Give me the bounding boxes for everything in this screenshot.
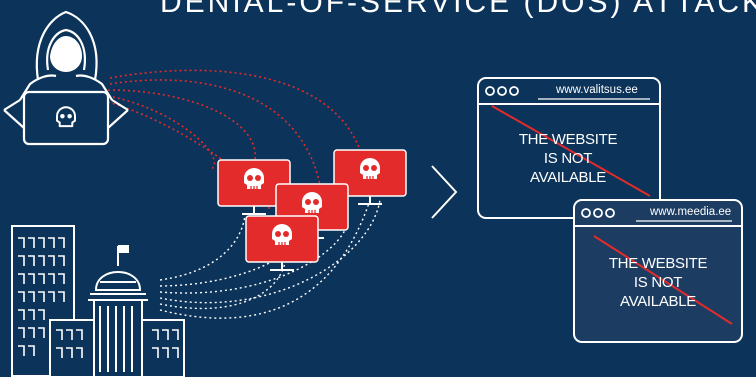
chevron-right-icon <box>431 165 458 219</box>
diagram-title: DENIAL-OF-SERVICE (DOS) ATTACK <box>160 0 756 19</box>
bot-monitor <box>333 149 407 205</box>
website-url-1: www.valitsus.ee <box>556 84 638 96</box>
government-building-icon <box>11 225 185 377</box>
botnet-monitors <box>217 149 407 271</box>
website-window-1 <box>477 77 661 219</box>
hacker-icon <box>3 10 129 146</box>
website-error-message-2: THE WEBSITE IS NOT AVAILABLE <box>608 255 708 310</box>
website-error-message-1: THE WEBSITE IS NOT AVAILABLE <box>518 131 618 186</box>
website-window-2 <box>573 199 743 343</box>
website-url-2: www.meedia.ee <box>650 206 732 218</box>
bot-monitor <box>217 159 291 215</box>
bot-monitor <box>245 215 319 271</box>
